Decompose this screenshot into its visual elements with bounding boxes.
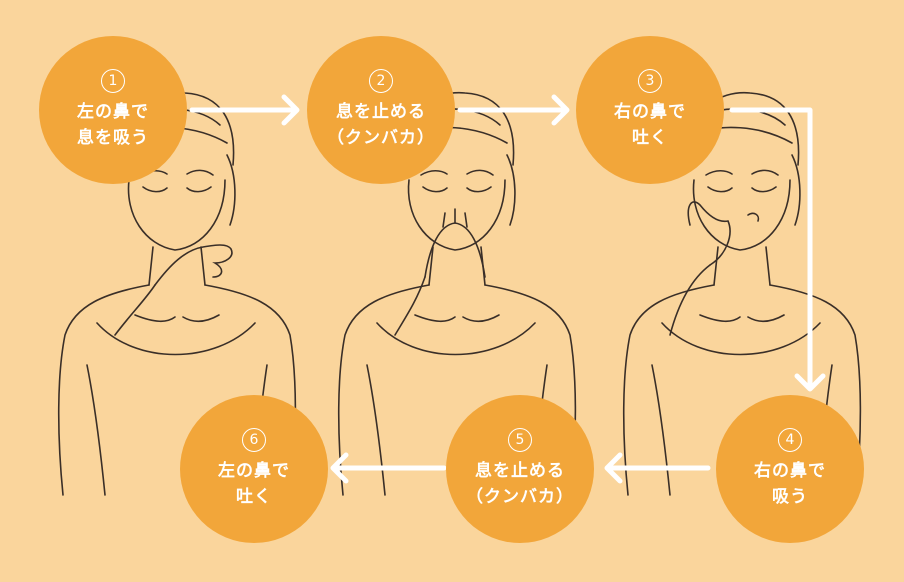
step-6-number: 6 (242, 428, 266, 452)
step-2-number: 2 (369, 69, 393, 93)
arrow-2-to-3 (457, 94, 570, 126)
step-5-number: 5 (508, 428, 532, 452)
step-3-number: 3 (638, 69, 662, 93)
step-1: 1 左の鼻で 息を吸う (39, 36, 187, 184)
step-2-line2: （クンバカ） (327, 128, 435, 148)
figure-2 (337, 91, 577, 496)
step-4-number: 4 (778, 428, 802, 452)
step-6-line1: 左の鼻で (218, 461, 290, 481)
step-1-line2: 息を吸う (77, 128, 149, 148)
step-1-number: 1 (101, 69, 125, 93)
figure-1 (57, 91, 297, 496)
step-1-line1: 左の鼻で (77, 102, 149, 122)
arrow-5-to-6 (330, 452, 447, 484)
step-3-line2: 吐く (632, 128, 668, 148)
arrow-4-to-5 (604, 452, 711, 484)
step-5-line2: （クンバカ） (466, 487, 574, 507)
step-3: 3 右の鼻で 吐く (576, 36, 724, 184)
step-2: 2 息を止める （クンバカ） (307, 36, 455, 184)
step-5-line1: 息を止める (475, 461, 565, 481)
step-4-line1: 右の鼻で (754, 461, 826, 481)
figure-3 (622, 91, 862, 496)
step-2-line1: 息を止める (336, 102, 426, 122)
step-4: 4 右の鼻で 吸う (716, 395, 864, 543)
step-4-line2: 吸う (772, 487, 808, 507)
arrow-1-to-2 (189, 94, 300, 126)
arrow-3-to-4 (729, 107, 826, 392)
step-6: 6 左の鼻で 吐く (180, 395, 328, 543)
step-5: 5 息を止める （クンバカ） (446, 395, 594, 543)
step-6-line2: 吐く (236, 487, 272, 507)
step-3-line1: 右の鼻で (614, 102, 686, 122)
